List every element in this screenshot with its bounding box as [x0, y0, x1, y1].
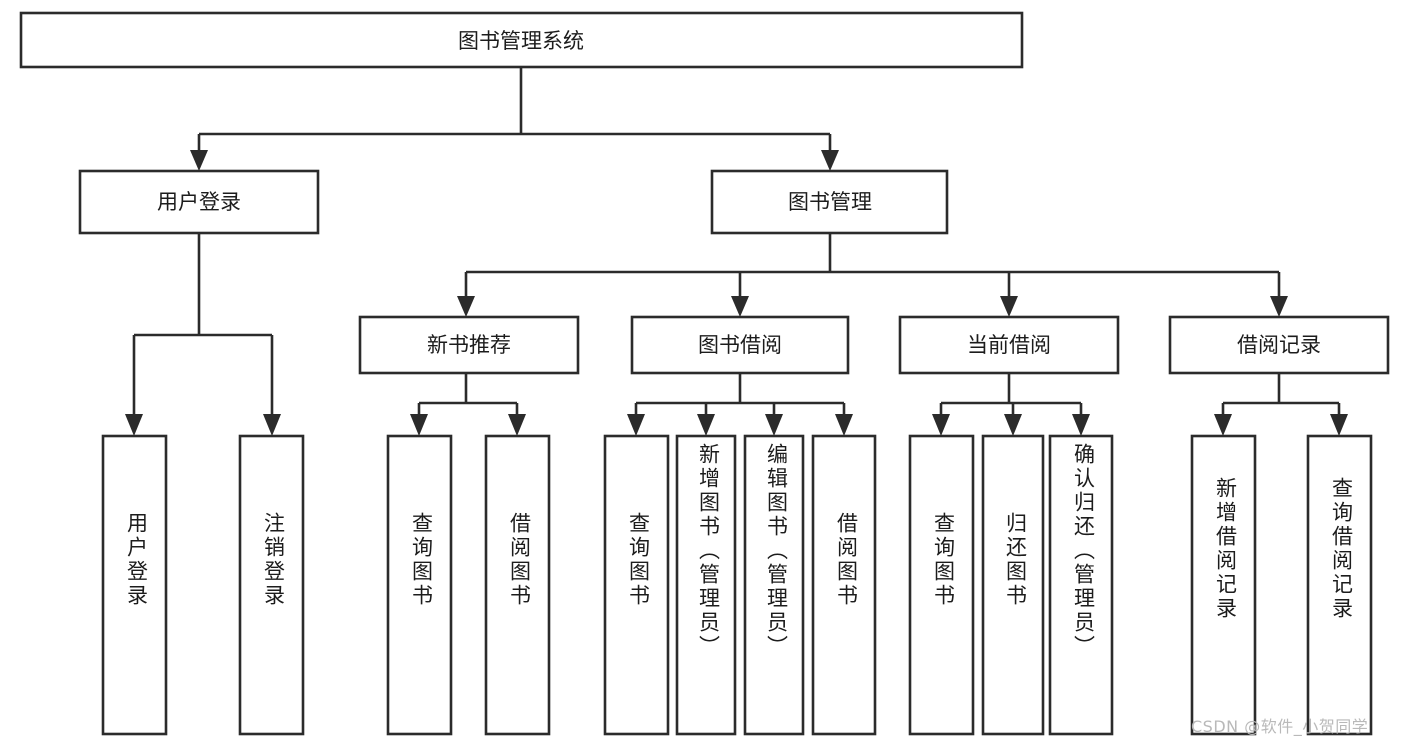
arrow-head-icon	[932, 414, 950, 436]
leaf-box-current-borrow-2[interactable]	[1048, 434, 1114, 736]
arrow-head-icon	[508, 414, 526, 436]
leaf-box-user-login-1[interactable]	[238, 434, 305, 736]
arrow-head-icon	[1004, 414, 1022, 436]
connector-bookmanage-to-level2	[457, 233, 1288, 317]
leaf-box-new-book-0[interactable]	[386, 434, 453, 736]
connector-currentborrow-to-leaves	[932, 373, 1090, 436]
leaf-box-current-borrow-1[interactable]	[981, 434, 1045, 736]
arrow-head-icon	[125, 414, 143, 436]
arrow-head-icon	[1214, 414, 1232, 436]
arrow-head-icon	[190, 150, 208, 171]
arrow-head-icon	[1270, 296, 1288, 317]
arrow-head-icon	[765, 414, 783, 436]
leaf-box-borrow-record-0[interactable]	[1190, 434, 1257, 736]
leaf-box-book-borrow-1[interactable]	[675, 434, 737, 736]
leaf-box-book-borrow-2[interactable]	[743, 434, 805, 736]
arrow-head-icon	[1330, 414, 1348, 436]
leaf-box-book-borrow-0[interactable]	[603, 434, 670, 736]
arrow-head-icon	[731, 296, 749, 317]
leaf-box-current-borrow-0[interactable]	[908, 434, 975, 736]
node-current-borrow-box[interactable]	[898, 315, 1120, 375]
level1-label-book-manage: 图书管理	[788, 190, 872, 214]
level2-label-book-borrow: 图书借阅	[698, 333, 782, 357]
level2-label-borrow-record: 借阅记录	[1237, 333, 1321, 357]
node-user-login-box[interactable]	[78, 169, 320, 235]
arrow-head-icon	[1072, 414, 1090, 436]
arrow-head-icon	[410, 414, 428, 436]
arrow-head-icon	[627, 414, 645, 436]
connector-newbook-to-leaves	[410, 373, 526, 436]
arrow-head-icon	[835, 414, 853, 436]
leaf-box-new-book-1[interactable]	[484, 434, 551, 736]
arrow-head-icon	[697, 414, 715, 436]
level2-label-new-book-recommend: 新书推荐	[427, 333, 511, 357]
leaf-box-borrow-record-1[interactable]	[1306, 434, 1373, 736]
arrow-head-icon	[1000, 296, 1018, 317]
connector-root-to-level1	[190, 67, 839, 171]
connector-bookborrow-to-leaves	[627, 373, 853, 436]
leaf-box-book-borrow-3[interactable]	[811, 434, 877, 736]
connector-borrowrecord-to-leaves	[1214, 373, 1348, 436]
arrow-head-icon	[821, 150, 839, 171]
root-label: 图书管理系统	[458, 29, 584, 53]
level2-label-current-borrow: 当前借阅	[967, 333, 1051, 357]
level1-label-user-login: 用户登录	[157, 190, 241, 214]
arrow-head-icon	[263, 414, 281, 436]
node-root-box[interactable]	[19, 11, 1024, 69]
node-new-book-recommend-box[interactable]	[358, 315, 580, 375]
leaf-box-user-login-0[interactable]	[101, 434, 168, 736]
connector-userlogin-to-leaves	[125, 233, 281, 436]
arrow-head-icon	[457, 296, 475, 317]
csdn-watermark: CSDN @软件_小贺同学	[1191, 717, 1369, 736]
